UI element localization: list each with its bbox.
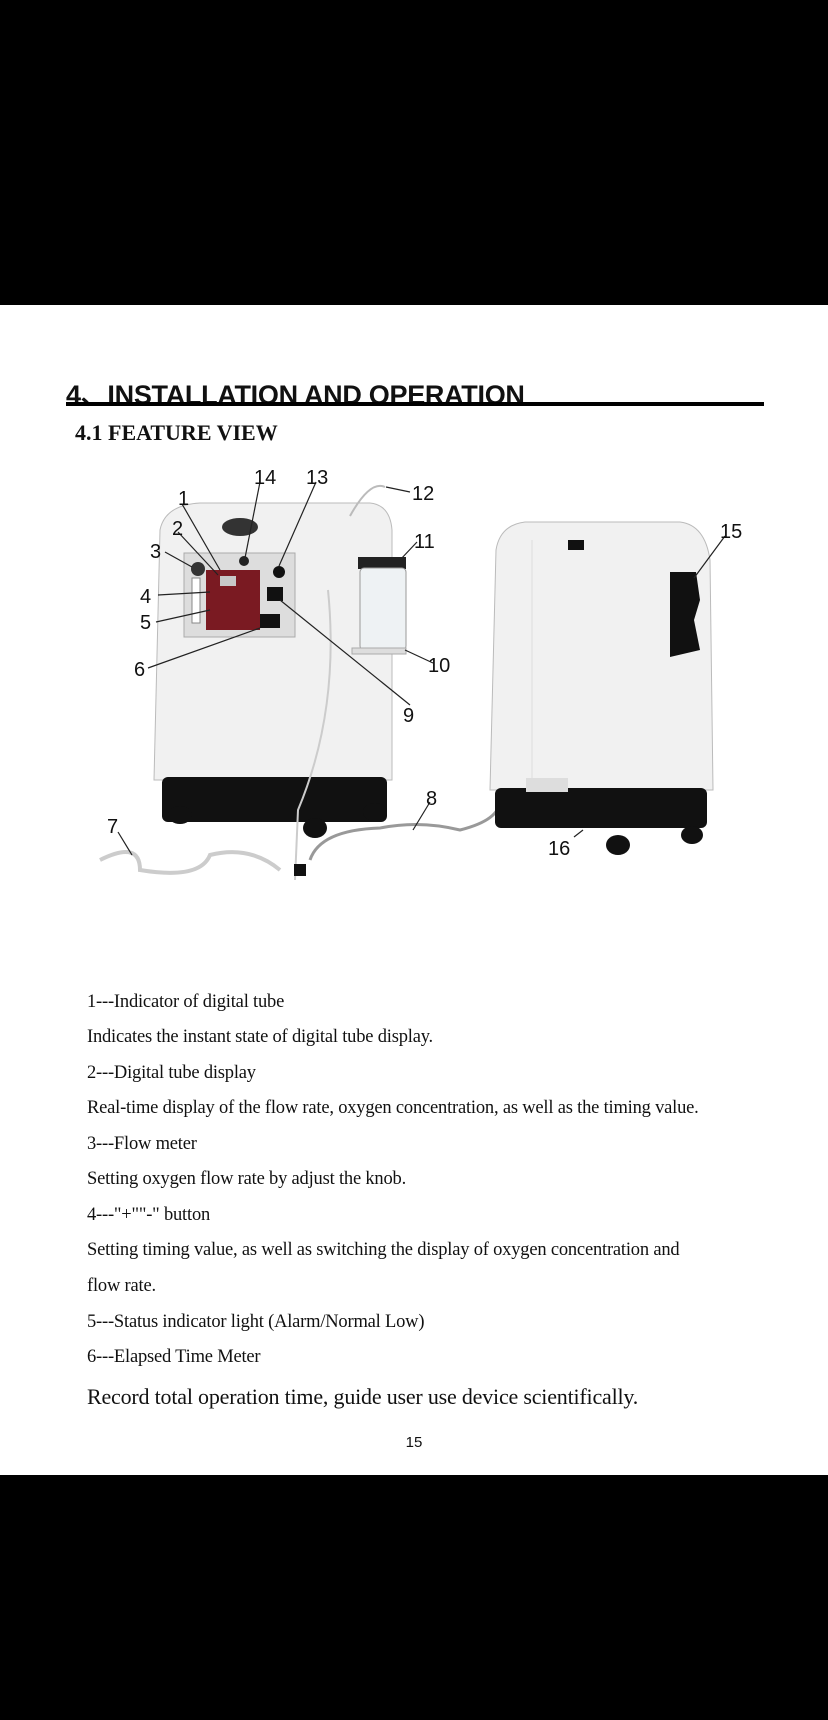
label-8: 8 xyxy=(426,788,437,810)
label-12: 12 xyxy=(412,483,434,505)
page-number: 15 xyxy=(405,1434,423,1451)
front-unit xyxy=(153,484,407,881)
label-5: 5 xyxy=(140,612,151,634)
label-11: 11 xyxy=(414,531,435,553)
label-16: 16 xyxy=(548,838,570,860)
section-heading: 4、INSTALLATION AND OPERATION xyxy=(66,380,525,410)
item-3-desc: Setting oxygen flow rate by adjust the k… xyxy=(87,1169,407,1189)
subsection-heading: 4.1 FEATURE VIEW xyxy=(75,420,278,445)
item-5-title: 5---Status indicator light (Alarm/Normal… xyxy=(87,1312,425,1332)
rear-label xyxy=(670,572,700,657)
item-1-title: 1---Indicator of digital tube xyxy=(87,992,285,1012)
heading-underline xyxy=(66,402,764,406)
label-6: 6 xyxy=(134,659,145,681)
item-4-desc: Setting timing value, as well as switchi… xyxy=(87,1240,680,1260)
label-10: 10 xyxy=(428,655,450,677)
item-2-desc: Real-time display of the flow rate, oxyg… xyxy=(87,1098,699,1118)
feature-view-illustration: 1 2 3 4 5 6 7 8 9 10 11 12 13 14 15 16 xyxy=(99,467,742,881)
label-1: 1 xyxy=(178,488,189,510)
label-3: 3 xyxy=(150,541,161,563)
item-3-title: 3---Flow meter xyxy=(87,1134,197,1154)
item-4-title: 4---"+""-" button xyxy=(87,1205,211,1225)
item-1-desc: Indicates the instant state of digital t… xyxy=(87,1027,433,1047)
label-4: 4 xyxy=(140,586,151,608)
top-black-bar xyxy=(0,0,828,305)
label-13: 13 xyxy=(306,467,328,489)
label-9: 9 xyxy=(403,705,414,727)
callout-lines xyxy=(117,481,726,856)
flow-knob xyxy=(191,562,205,576)
callout-numbers: 1 2 3 4 5 6 7 8 9 10 11 12 13 14 15 16 xyxy=(107,467,742,860)
label-14: 14 xyxy=(254,467,276,489)
label-15: 15 xyxy=(720,521,742,543)
item-4-desc-cont: flow rate. xyxy=(87,1276,156,1296)
label-7: 7 xyxy=(107,816,118,838)
item-2-title: 2---Digital tube display xyxy=(87,1063,256,1083)
back-unit xyxy=(489,521,714,855)
label-2: 2 xyxy=(172,518,183,540)
bottom-black-bar xyxy=(0,1475,828,1720)
item-6-title: 6---Elapsed Time Meter xyxy=(87,1347,261,1367)
item-6-desc: Record total operation time, guide user … xyxy=(87,1384,639,1409)
